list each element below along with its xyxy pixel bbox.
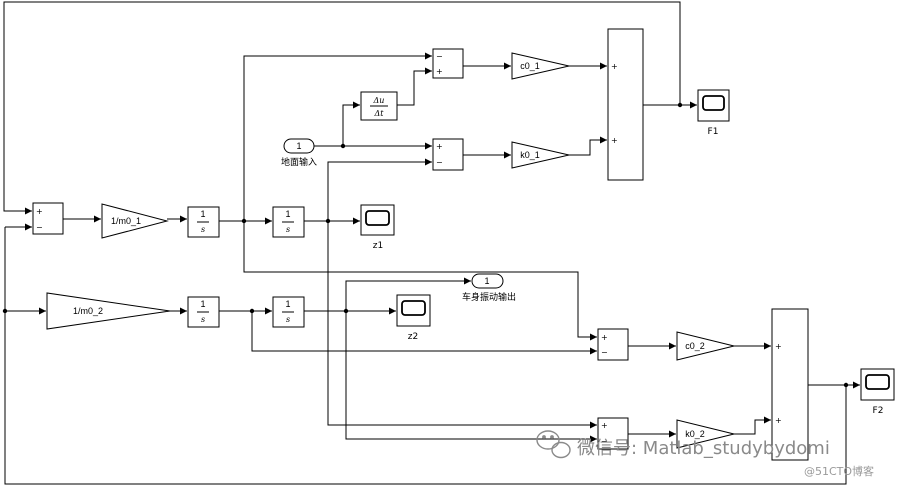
scope-F2[interactable]: F2 — [860, 368, 895, 416]
gain-k0-2[interactable]: k0_2 — [676, 419, 735, 449]
sum-block-bottom-1[interactable]: + − — [597, 328, 629, 361]
outport-body-output[interactable]: 1 车身振动输出 — [462, 273, 516, 303]
sum-block-top-1[interactable]: − + — [432, 48, 464, 79]
integrator-denominator: s — [201, 315, 205, 324]
scope-label: z1 — [373, 241, 383, 251]
sign: + — [601, 421, 608, 430]
sign: + — [775, 416, 782, 425]
integrator-3[interactable]: 1 s — [187, 296, 220, 328]
integrator-numerator: 1 — [200, 209, 205, 219]
sign: − — [436, 52, 443, 61]
sign: − — [601, 348, 608, 357]
integrator-numerator: 1 — [200, 299, 205, 309]
integrator-2[interactable]: 1 s — [272, 206, 305, 238]
gain-label: 1/m0_2 — [73, 306, 103, 316]
derivative-denominator: Δt — [374, 109, 385, 118]
scope-label: F1 — [708, 127, 719, 137]
gain-label: k0_2 — [685, 429, 705, 439]
scope-label: F2 — [873, 406, 884, 416]
sum-block-mass-1[interactable]: + − — [32, 202, 64, 235]
watermark: 微信号: Matlab_studybydomi @51CTO博客 — [536, 430, 874, 478]
sign: + — [611, 62, 618, 71]
gain-k0-1[interactable]: k0_1 — [511, 141, 570, 169]
gain-inverse-m0-1[interactable]: 1/m0_1 — [101, 203, 169, 239]
junction-dots — [2, 102, 849, 388]
sum-block-force-1[interactable]: + + — [607, 28, 644, 181]
sign: + — [436, 142, 443, 151]
sum-block-force-2[interactable]: + + — [771, 308, 809, 461]
gain-label: k0_1 — [520, 150, 540, 160]
signal-lines — [3, 1, 860, 485]
gain-label: c0_1 — [520, 61, 540, 71]
outport-number: 1 — [484, 276, 489, 286]
sign: + — [436, 67, 443, 76]
scope-F1[interactable]: F1 — [697, 89, 730, 137]
scope-label: z2 — [408, 332, 418, 342]
sum-block-top-2[interactable]: + − — [432, 138, 464, 171]
scope-z2[interactable]: z2 — [396, 294, 431, 342]
integrator-numerator: 1 — [285, 209, 290, 219]
sign: − — [601, 437, 608, 446]
integrator-denominator: s — [201, 225, 205, 234]
sign: + — [601, 333, 608, 342]
integrator-1[interactable]: 1 s — [187, 206, 220, 238]
gain-c0-1[interactable]: c0_1 — [511, 52, 570, 80]
integrator-numerator: 1 — [285, 299, 290, 309]
sign: + — [611, 136, 618, 145]
inport-ground-input[interactable]: 1 地面输入 — [281, 138, 317, 168]
inport-label: 地面输入 — [281, 156, 317, 168]
sign: + — [775, 342, 782, 351]
watermark-site: @51CTO博客 — [804, 464, 874, 478]
integrator-4[interactable]: 1 s — [272, 296, 305, 328]
gain-label: c0_2 — [685, 341, 705, 351]
inport-number: 1 — [296, 141, 301, 151]
derivative-block[interactable]: Δu Δt — [360, 91, 398, 121]
outport-label: 车身振动输出 — [462, 291, 516, 303]
wechat-icon — [536, 430, 571, 459]
sum-block-bottom-2[interactable]: + − — [597, 417, 629, 450]
sign: − — [36, 223, 43, 232]
gain-c0-2[interactable]: c0_2 — [676, 331, 735, 361]
gain-inverse-m0-2[interactable]: 1/m0_2 — [46, 292, 171, 330]
integrator-denominator: s — [286, 225, 290, 234]
scope-z1[interactable]: z1 — [360, 204, 395, 251]
integrator-denominator: s — [286, 315, 290, 324]
gain-label: 1/m0_1 — [111, 216, 141, 226]
sign: − — [436, 158, 443, 167]
sign: + — [36, 207, 43, 216]
derivative-numerator: Δu — [373, 96, 385, 105]
watermark-text: 微信号: Matlab_studybydomi — [577, 438, 830, 459]
